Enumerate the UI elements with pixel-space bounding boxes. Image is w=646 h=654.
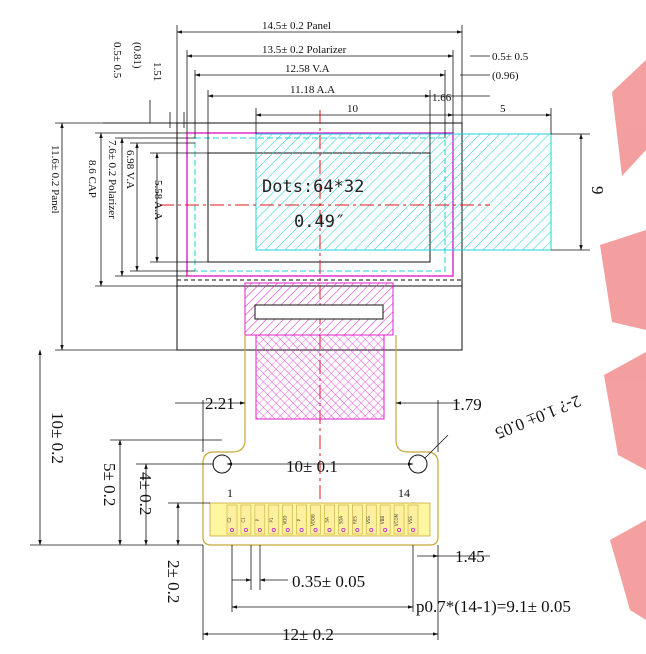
dim-cap-height: 8.6 CAP	[86, 160, 98, 198]
pin-label: VDDB	[311, 514, 316, 526]
dim-tol-top-right: 0.5± 0.5	[492, 51, 529, 63]
dim-panel-height: 11.6± 0.2 Panel	[49, 145, 61, 214]
contact-pad	[254, 504, 266, 535]
dim-offset-096: (0.96)	[492, 70, 519, 82]
dim-fpc-2: 2± 0.2	[164, 560, 183, 603]
contact-pad	[365, 504, 377, 535]
dim-left-05: 0.5± 0.5	[111, 42, 123, 79]
pad-via	[369, 528, 374, 533]
display-dots-label: Dots:64*32	[262, 177, 364, 197]
pin-label: C2	[227, 517, 232, 523]
pad-via	[327, 528, 332, 533]
fpc-window	[254, 304, 384, 320]
dim-fpc-width: 12± 0.2	[282, 625, 334, 644]
dim-va-height: 6.98 V.A	[124, 150, 136, 189]
cover-window	[255, 133, 552, 251]
dim-aa-width: 11.18 A.A	[290, 84, 335, 96]
dim-polarizer-width: 13.5± 0.2 Polarizer	[262, 44, 347, 56]
dim-fpc-4: 4± 0.2	[136, 472, 155, 515]
pin-label: VCOM	[394, 513, 399, 526]
dim-polarizer-height: 7.6± 0.2 Polarizer	[106, 140, 118, 219]
contact-pad	[407, 504, 419, 535]
dim-fpc-221: 2.21	[205, 394, 235, 413]
pad-via	[285, 528, 290, 533]
pad-via	[355, 528, 360, 533]
pin-label: VSS	[366, 516, 371, 524]
dim-hole-diameter: 2-? 1.0± 0.05	[493, 391, 584, 443]
dim-fpc-length: 10± 0.2	[48, 412, 67, 464]
dim-edge-145: 1.45	[455, 547, 485, 566]
dim-pitch: p0.7*(14-1)=9.1± 0.05	[416, 597, 571, 616]
pin-label: VSS	[408, 516, 413, 524]
contact-pad	[338, 504, 349, 535]
dim-va-width: 12.58 V.A	[285, 63, 330, 75]
pin-first-label: 1	[227, 486, 233, 500]
dim-hole-spacing: 10± 0.1	[286, 457, 338, 476]
display-size-label: 0.49″	[294, 212, 345, 232]
pad-via	[229, 528, 234, 533]
dim-fpc-5: 5± 0.2	[100, 463, 119, 506]
contact-pad	[310, 504, 321, 535]
dim-left-081: (0.81)	[131, 42, 143, 69]
dimension-lines	[30, 25, 590, 640]
contact-pad	[393, 504, 405, 535]
dim-left-151: 1.51	[151, 62, 163, 81]
contact-pad	[379, 504, 391, 535]
contact-pad	[268, 504, 280, 535]
pin-last-label: 14	[398, 486, 410, 500]
dim-fpc-179: 1.79	[452, 395, 482, 414]
dim-window-5: 5	[500, 103, 506, 115]
pin-label: VBB	[380, 516, 385, 524]
contact-pad	[352, 504, 363, 535]
pad-via	[397, 528, 402, 533]
dim-pad-width: 0.35± 0.05	[292, 572, 365, 591]
pin-label: RES	[352, 516, 357, 524]
pad-via	[243, 528, 248, 533]
pin-label: P1	[269, 517, 274, 522]
fpc-bend-overlay	[256, 335, 384, 419]
pin-label: P	[297, 518, 302, 521]
fpc-outline	[202, 335, 439, 546]
pad-via	[257, 528, 262, 533]
pad-via	[410, 528, 415, 533]
pad-via	[313, 528, 318, 533]
pin-label: SDA	[338, 516, 343, 525]
pad-via	[299, 528, 304, 533]
contact-pad	[226, 504, 238, 535]
contact-pads: C2 C1 P P1 VDD P VDDB SA SDA RES VSS VBB VCOM VSS	[226, 504, 419, 535]
pad-via	[271, 528, 276, 533]
dim-offset-166: 1.66	[432, 92, 452, 104]
dim-aa-height: 5.58 A.A	[152, 180, 164, 220]
pin-label: P	[255, 518, 260, 521]
contact-pad	[240, 504, 252, 535]
dim-panel-width: 14.5± 0.2 Panel	[262, 20, 331, 32]
pin-label: VDD	[283, 516, 288, 525]
watermark-logo	[600, 60, 646, 620]
pad-via	[341, 528, 346, 533]
dim-window-9: 9	[588, 186, 607, 195]
pin-label: C1	[241, 517, 246, 523]
contact-pad	[324, 504, 335, 535]
contact-pad	[282, 504, 293, 535]
contact-pad	[296, 504, 307, 535]
pin-label: SA	[324, 517, 329, 523]
dim-window-10: 10	[347, 103, 359, 115]
pad-via	[383, 528, 388, 533]
